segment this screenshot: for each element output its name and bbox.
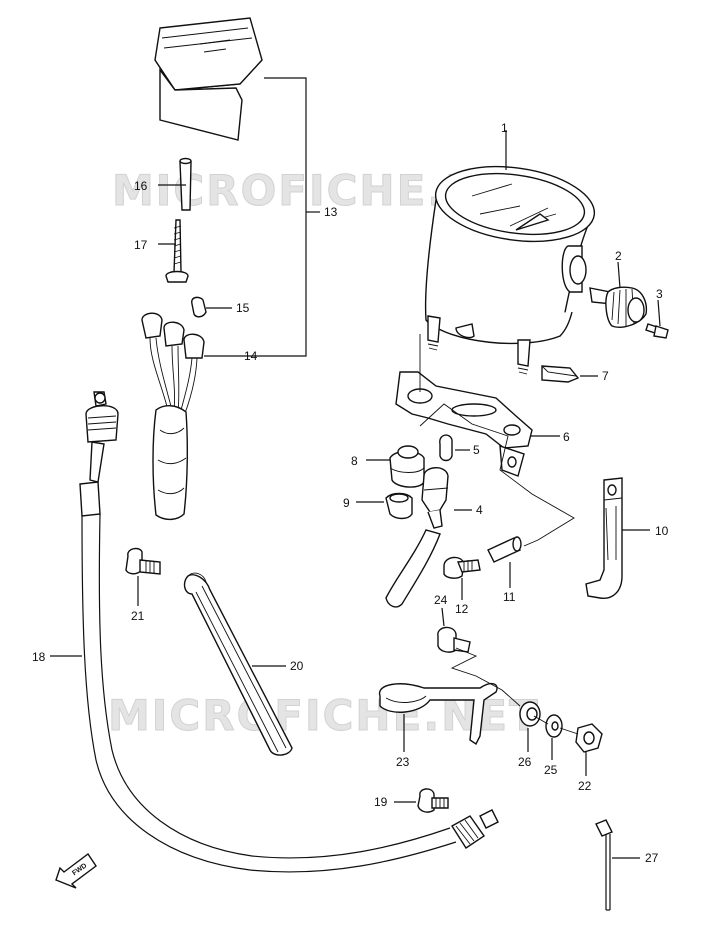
part-13-socket-block: [154, 17, 263, 141]
leader-13-bracket: [240, 77, 307, 357]
callout-23: 23: [396, 755, 410, 769]
part-17-screw: [165, 219, 189, 283]
part-26-grommet: [519, 701, 541, 727]
callout-11: 11: [503, 590, 516, 604]
callout-9: 9: [343, 496, 350, 510]
callout-22: 22: [578, 779, 592, 793]
part-2-trip-knob: [589, 286, 648, 328]
callout-27: 27: [645, 851, 659, 865]
part-25-washer: [545, 714, 563, 738]
callout-21: 21: [131, 609, 145, 623]
callout-20: 20: [290, 659, 304, 673]
part-21-bolt: [125, 547, 161, 575]
callout-16: 16: [134, 179, 148, 193]
callout-12: 12: [455, 602, 469, 616]
part-23-clamp: [379, 682, 498, 746]
callout-14: 14: [244, 349, 258, 363]
callout-1: 1: [501, 121, 508, 135]
callout-8: 8: [351, 454, 358, 468]
part-9-nut: [385, 492, 413, 520]
part-3-screw: [645, 323, 669, 339]
part-20-band: [183, 572, 293, 756]
callout-6: 6: [563, 430, 570, 444]
callout-labels: 1 2 3 4 5 6 7 8 9 10 11 12 13 14 15 16 1…: [32, 121, 669, 865]
part-1-speedometer: [424, 165, 596, 375]
part-22-nut: [575, 723, 603, 753]
part-24-bolt: [437, 626, 471, 653]
part-16-sleeve: [179, 157, 192, 211]
part-7-cushion: [541, 365, 580, 383]
callout-26: 26: [518, 755, 532, 769]
part-14-socket-harness: [141, 312, 205, 521]
callout-19: 19: [374, 795, 388, 809]
callout-24: 24: [434, 593, 448, 607]
part-6-bracket: [395, 371, 533, 477]
part-19-bolt: [417, 788, 449, 813]
callout-17: 17: [134, 238, 148, 252]
callout-3: 3: [656, 287, 663, 301]
callout-13: 13: [324, 205, 338, 219]
callout-15: 15: [236, 301, 250, 315]
part-8-grommet: [389, 445, 425, 488]
part-12-bolt: [443, 556, 481, 579]
callout-7: 7: [602, 369, 609, 383]
callout-5: 5: [473, 443, 480, 457]
part-10-bracket: [585, 477, 623, 599]
fwd-direction-arrow: FWD: [55, 852, 97, 889]
leader-lines: [50, 130, 661, 859]
callout-4: 4: [476, 503, 483, 517]
part-15-bulb: [191, 296, 207, 318]
callout-10: 10: [655, 524, 669, 538]
callout-25: 25: [544, 763, 558, 777]
part-18-speedometer-cable: [79, 391, 499, 873]
part-11-spacer: [487, 536, 522, 563]
callout-18: 18: [32, 650, 46, 664]
callout-2: 2: [615, 249, 622, 263]
part-4-socket: [385, 467, 449, 608]
part-5-bulb: [439, 434, 453, 462]
part-27-clamp: [595, 819, 613, 911]
